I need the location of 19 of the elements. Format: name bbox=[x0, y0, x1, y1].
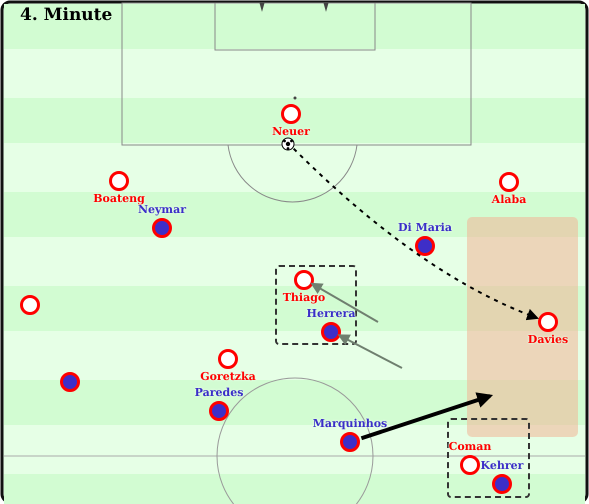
player-name: Davies bbox=[528, 332, 568, 348]
title: 4. Minute bbox=[20, 5, 112, 25]
player-name: Alaba bbox=[492, 192, 526, 208]
player-name: Thiago bbox=[282, 290, 326, 306]
player-name: Di Maria bbox=[398, 220, 452, 236]
player-name: Neymar bbox=[138, 203, 186, 218]
player-name: Marquinhos bbox=[312, 416, 388, 432]
dashed-frame bbox=[447, 418, 530, 498]
player-name: Neuer bbox=[272, 124, 310, 140]
arrow bbox=[292, 148, 539, 320]
arrow bbox=[360, 392, 494, 440]
dashed-frame bbox=[275, 265, 357, 345]
player-name: Kehrer bbox=[480, 458, 524, 474]
player-name: Goretzka bbox=[200, 369, 256, 385]
player-name: Boateng bbox=[93, 191, 145, 205]
arrow bbox=[338, 334, 402, 369]
player-name: Coman bbox=[448, 439, 492, 455]
highlight-zone bbox=[467, 217, 578, 437]
player-name: Paredes bbox=[194, 385, 244, 401]
